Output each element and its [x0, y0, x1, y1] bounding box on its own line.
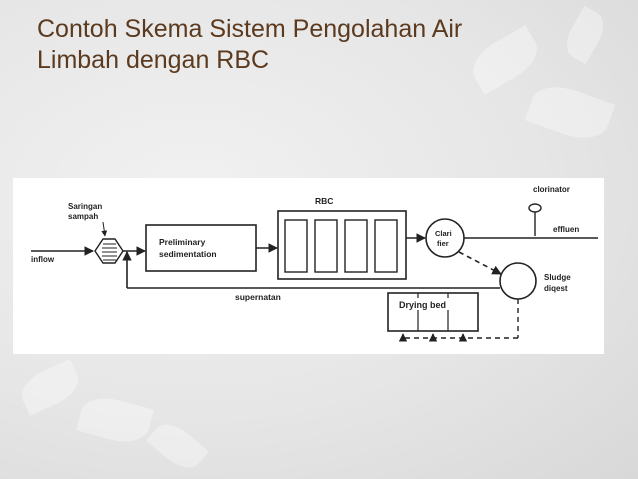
background-leaf-decoration — [524, 77, 616, 148]
background-leaf-decoration — [146, 416, 209, 476]
saringan-label-line1: Saringan — [68, 202, 102, 211]
drying-bed-label: Drying bed — [399, 300, 446, 310]
clarifier-circle — [425, 218, 465, 258]
slide-title-line-2: Limbah dengan RBC — [37, 46, 270, 74]
clorinator-icon — [528, 203, 542, 213]
slide-title-line-1: Contoh Skema Sistem Pengolahan Air — [37, 15, 463, 43]
clarifier-label-line2: fier — [437, 239, 449, 248]
rbc-disc — [374, 219, 398, 273]
preliminary-sedimentation-box — [145, 224, 257, 272]
rbc-label: RBC — [315, 196, 333, 206]
sludge-digester-circle — [499, 262, 537, 300]
effluen-label: effluen — [553, 225, 579, 234]
clarifier-label-line1: Clari — [435, 229, 452, 238]
screen-icon — [94, 238, 124, 264]
sludge-label-line1: Sludge — [544, 273, 571, 282]
prelim-label-line2: sedimentation — [159, 249, 217, 259]
rbc-process-diagram: inflow Saringan sampah Preliminary sedim… — [31, 185, 598, 342]
prelim-label-line1: Preliminary — [159, 237, 206, 247]
rbc-disc — [284, 219, 308, 273]
drying-bed-label-bg — [397, 298, 467, 310]
background-leaf-decoration — [15, 358, 85, 417]
saringan-label-line2: sampah — [68, 212, 98, 221]
diagram-panel: inflow Saringan sampah Preliminary sedim… — [13, 178, 604, 354]
sludge-label-line2: diqest — [544, 284, 568, 293]
inflow-label: inflow — [31, 255, 55, 264]
saringan-pointer — [101, 221, 108, 237]
rbc-disc — [344, 219, 368, 273]
clorinator-label: clorinator — [533, 185, 570, 194]
slide-title: Contoh Skema Sistem Pengolahan Air Limba… — [37, 14, 597, 76]
clarifier-to-digester-line — [458, 251, 502, 275]
supernatan-label: supernatan — [235, 292, 281, 302]
rbc-disc — [314, 219, 338, 273]
background-leaf-decoration — [76, 391, 154, 449]
